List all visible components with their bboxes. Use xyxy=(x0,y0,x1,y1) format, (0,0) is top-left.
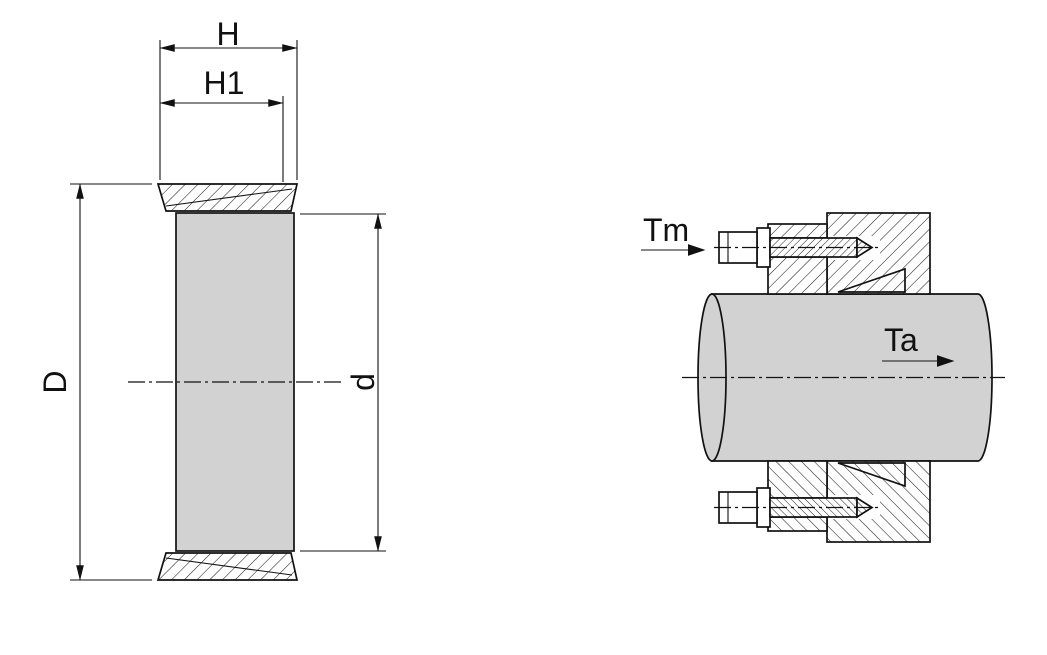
taper-split-line-bottom xyxy=(165,557,293,576)
dimension-d: d xyxy=(300,213,386,552)
torque-annotation-Tm: Tm xyxy=(641,212,706,256)
dimension-label-H1: H1 xyxy=(204,65,245,101)
dimension-label-D: D xyxy=(37,370,73,393)
clamp-assembly-bottom xyxy=(713,460,931,543)
flange-lower-section xyxy=(767,256,828,295)
taper-split-line-top xyxy=(165,188,293,207)
flange-upper-section xyxy=(767,223,828,239)
dimension-D: D xyxy=(37,183,152,581)
torque-annotation-Ta: Ta xyxy=(882,322,955,367)
section-view: H H1 D d xyxy=(37,16,386,581)
torque-label-Ta: Ta xyxy=(884,322,918,358)
clamp-assembly-top xyxy=(714,212,931,295)
dimension-H: H xyxy=(159,16,298,180)
dimension-H1: H1 xyxy=(159,65,284,182)
clamping-screw xyxy=(714,227,882,268)
dimension-label-H: H xyxy=(216,16,239,52)
assembly-view: Tm Ta xyxy=(641,212,1005,543)
torque-label-Tm: Tm xyxy=(643,212,689,248)
dimension-label-d: d xyxy=(345,373,381,391)
taper-wedge xyxy=(837,267,906,293)
